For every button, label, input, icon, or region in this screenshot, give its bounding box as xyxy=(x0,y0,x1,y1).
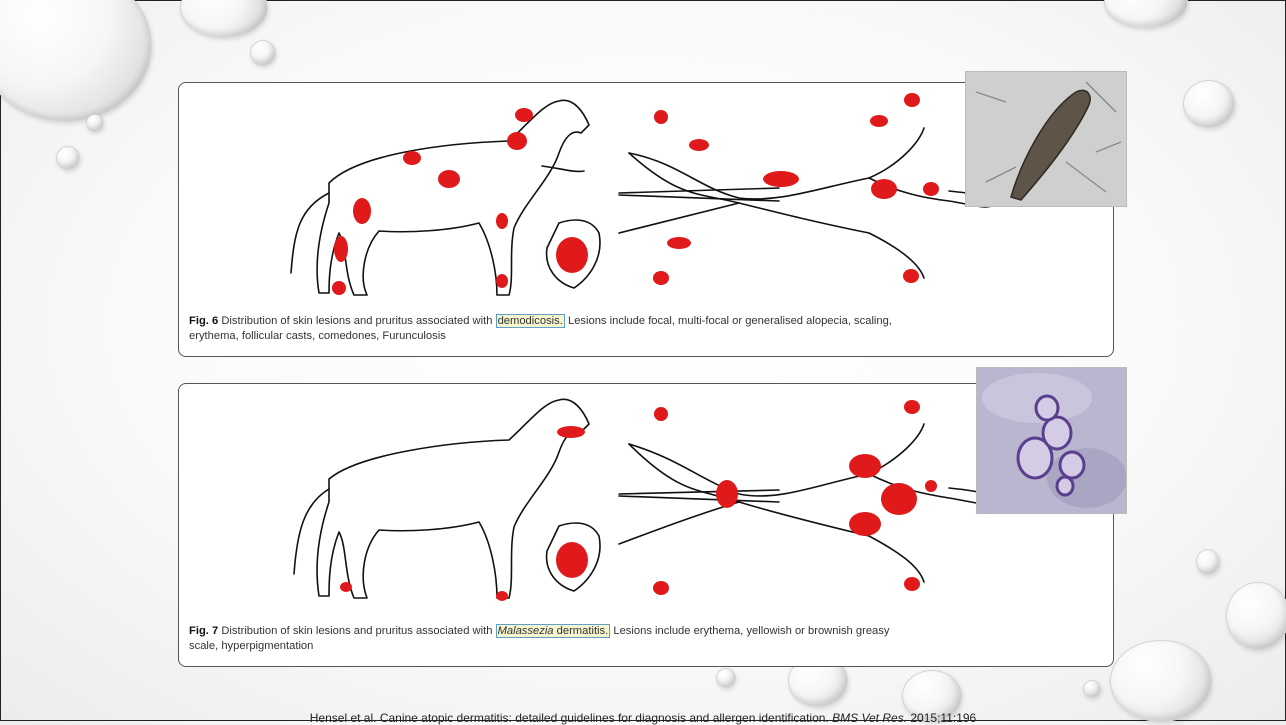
citation-prefix: Hensel et al. Canine atopic dermatitis: … xyxy=(310,711,829,725)
figure-6-text-after: Lesions include focal, multi-focal or ge… xyxy=(568,315,892,327)
citation-suffix: 2015;11:196 xyxy=(910,711,976,725)
figure-7-highlight: Malassezia dermatitis. xyxy=(496,624,611,638)
demodex-mite-micrograph xyxy=(965,71,1127,207)
figure-6-text-line2: erythema, follicular casts, comedones, F… xyxy=(189,330,446,342)
water-drop-decoration xyxy=(250,40,276,66)
figure-7-text-before: Distribution of skin lesions and pruritu… xyxy=(221,625,492,637)
figure-6-caption: Fig. 6 Distribution of skin lesions and … xyxy=(189,314,1103,344)
water-drop-decoration xyxy=(86,114,104,132)
figure-7-highlight-italic: Malassezia xyxy=(498,625,554,637)
figure-7-caption: Fig. 7 Distribution of skin lesions and … xyxy=(189,624,1103,654)
water-drop-decoration xyxy=(716,668,736,688)
water-drop-decoration xyxy=(1226,582,1286,650)
figure-6-highlight: demodicosis. xyxy=(496,314,565,328)
figure-7-highlight-rest: dermatitis. xyxy=(557,625,609,637)
source-citation: Hensel et al. Canine atopic dermatitis: … xyxy=(0,711,1286,725)
figure-7-text-line2: scale, hyperpigmentation xyxy=(189,640,313,652)
water-drop-decoration xyxy=(1183,80,1235,128)
figure-7-panel: Fig. 7 Distribution of skin lesions and … xyxy=(178,383,1114,667)
water-drop-decoration xyxy=(1196,549,1220,575)
water-drop-decoration xyxy=(56,146,80,170)
water-drop-decoration xyxy=(1110,640,1212,722)
malassezia-yeast-micrograph xyxy=(976,367,1127,514)
citation-journal: BMS Vet Res. xyxy=(832,711,907,725)
figure-7-text-after: Lesions include erythema, yellowish or b… xyxy=(613,625,889,637)
figure-6-text-before: Distribution of skin lesions and pruritu… xyxy=(221,315,492,327)
figure-7-label: Fig. 7 xyxy=(189,625,218,637)
figure-6-label: Fig. 6 xyxy=(189,315,218,327)
water-drop-decoration xyxy=(1083,680,1101,698)
